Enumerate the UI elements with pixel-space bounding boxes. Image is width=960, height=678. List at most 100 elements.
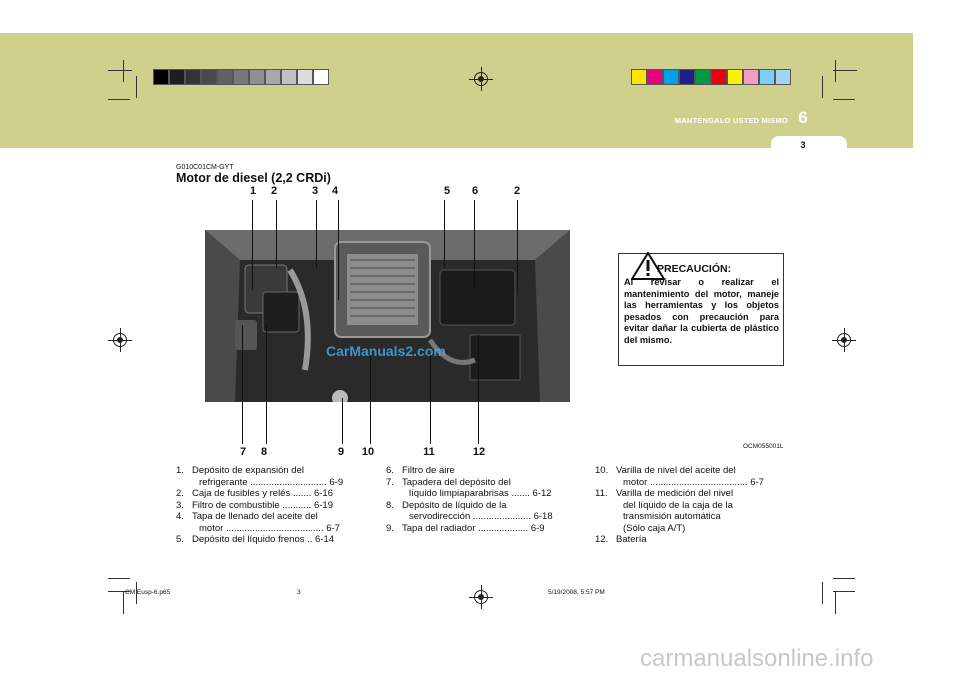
print-swatch bbox=[201, 69, 217, 85]
print-swatch bbox=[217, 69, 233, 85]
list-item-number: 4. bbox=[176, 511, 184, 522]
print-swatch bbox=[775, 69, 791, 85]
crop-mark bbox=[123, 60, 124, 82]
list-item: 3. Filtro de combustible ........... 6-19 bbox=[176, 500, 366, 512]
warning-triangle-icon bbox=[630, 251, 666, 285]
print-swatch bbox=[695, 69, 711, 85]
bottom-callout-number: 7 bbox=[239, 446, 247, 458]
top-callout-number: 6 bbox=[471, 185, 479, 197]
list-item-text: líquido limpiaparabrisas ....... 6-12 bbox=[409, 488, 552, 499]
callout-leader-line bbox=[276, 200, 277, 268]
list-item-number: 8. bbox=[386, 499, 394, 511]
list-item-text: motor ..................................… bbox=[199, 522, 340, 534]
top-callout-number: 3 bbox=[311, 185, 319, 197]
callout-leader-line bbox=[266, 325, 267, 444]
crop-mark bbox=[108, 70, 132, 71]
bottom-callout-number: 9 bbox=[337, 446, 345, 458]
crop-mark bbox=[123, 592, 124, 614]
crop-mark bbox=[822, 582, 823, 604]
site-watermark: carmanualsonline.info bbox=[640, 645, 874, 672]
print-swatch bbox=[313, 69, 329, 85]
caution-body: Al revisar o realizar el mantenimiento d… bbox=[624, 277, 779, 345]
print-swatch bbox=[663, 69, 679, 85]
section-code: G010C01CM-GYT bbox=[176, 164, 234, 171]
bottom-callout-number: 8 bbox=[260, 446, 268, 458]
crop-mark bbox=[835, 60, 836, 82]
list-item-text: transmisión automática bbox=[623, 511, 721, 522]
print-swatch bbox=[743, 69, 759, 85]
list-item-text: Tapa de llenado del aceite del bbox=[192, 511, 318, 522]
list-item-text: Depósito del líquido frenos .. 6-14 bbox=[192, 534, 335, 545]
print-swatch bbox=[679, 69, 695, 85]
list-item: 2. Caja de fusibles y relés ....... 6-16 bbox=[176, 488, 366, 500]
chapter-title: MANTENGALO USTED MISMO bbox=[674, 116, 788, 125]
crop-mark bbox=[833, 99, 855, 100]
header-band bbox=[0, 33, 913, 148]
bottom-callout-number: 10 bbox=[361, 446, 375, 458]
crop-mark bbox=[108, 578, 130, 579]
list-item-number: 10. bbox=[595, 465, 609, 476]
caution-box: PRECAUCIÓN: Al revisar o realizar el man… bbox=[618, 251, 784, 366]
callout-leader-line bbox=[478, 335, 479, 444]
callout-leader-line bbox=[474, 200, 475, 290]
list-item-text: Depósito de expansión del bbox=[192, 465, 304, 476]
print-swatch bbox=[297, 69, 313, 85]
registration-mark-icon bbox=[469, 67, 493, 91]
top-callout-number: 2 bbox=[513, 185, 521, 197]
print-swatch bbox=[185, 69, 201, 85]
list-item-number: 2. bbox=[176, 488, 184, 499]
print-swatch bbox=[711, 69, 727, 85]
top-callout-number: 5 bbox=[443, 185, 451, 197]
list-item-number: 5. bbox=[176, 534, 184, 545]
callout-leader-line bbox=[342, 398, 343, 444]
section-heading: Motor de diesel (2,2 CRDi) bbox=[176, 171, 331, 185]
footer-file: CM Eusp-6.p65 bbox=[125, 589, 171, 596]
list-item-text: del líquido de la caja de la bbox=[623, 499, 733, 511]
registration-mark-icon bbox=[108, 328, 132, 352]
callout-leader-line bbox=[242, 325, 243, 444]
color-swatch-row bbox=[631, 69, 791, 85]
chapter-number: 6 bbox=[798, 108, 808, 127]
engine-photo bbox=[205, 230, 570, 402]
list-item-text: Tapa del radiador ................... 6-… bbox=[402, 522, 545, 534]
crop-mark bbox=[136, 582, 137, 604]
list-item-number: 3. bbox=[176, 499, 184, 511]
list-item-text: servodirección ...................... 6-… bbox=[409, 511, 553, 522]
print-swatch bbox=[233, 69, 249, 85]
top-callout-number: 4 bbox=[331, 185, 339, 197]
bottom-callout-number: 11 bbox=[423, 446, 435, 458]
page-number: 3 bbox=[800, 140, 806, 150]
callout-leader-line bbox=[338, 200, 339, 300]
list-item-number: 11. bbox=[595, 488, 608, 499]
list-item-text: Caja de fusibles y relés ....... 6-16 bbox=[192, 488, 333, 499]
footer-page: 3 bbox=[297, 589, 301, 596]
callout-leader-line bbox=[444, 200, 445, 268]
list-item: 5. Depósito del líquido frenos .. 6-14 bbox=[176, 534, 366, 546]
list-item-text: (Sólo caja A/T) bbox=[623, 522, 686, 534]
crop-mark bbox=[822, 76, 823, 98]
crop-mark bbox=[835, 592, 836, 614]
list-item-number: 6. bbox=[386, 465, 394, 476]
list-item-number: 9. bbox=[386, 522, 394, 534]
list-item-number: 7. bbox=[386, 476, 394, 488]
list-item-number: 12. bbox=[595, 534, 609, 545]
print-swatch bbox=[631, 69, 647, 85]
list-item-text: Filtro de combustible ........... 6-19 bbox=[192, 499, 333, 511]
callout-leader-line bbox=[517, 200, 518, 295]
crop-mark bbox=[833, 578, 855, 579]
callout-leader-line bbox=[252, 200, 253, 290]
crop-mark bbox=[108, 99, 130, 100]
list-item: 6.Filtro de aire bbox=[386, 465, 576, 477]
figure-code: OCM055001L bbox=[743, 443, 784, 450]
crop-mark bbox=[108, 591, 130, 592]
print-swatch bbox=[169, 69, 185, 85]
top-callout-number: 2 bbox=[270, 185, 278, 197]
bottom-callout-number: 12 bbox=[472, 446, 486, 458]
registration-mark-icon bbox=[469, 585, 493, 609]
print-swatch bbox=[249, 69, 265, 85]
